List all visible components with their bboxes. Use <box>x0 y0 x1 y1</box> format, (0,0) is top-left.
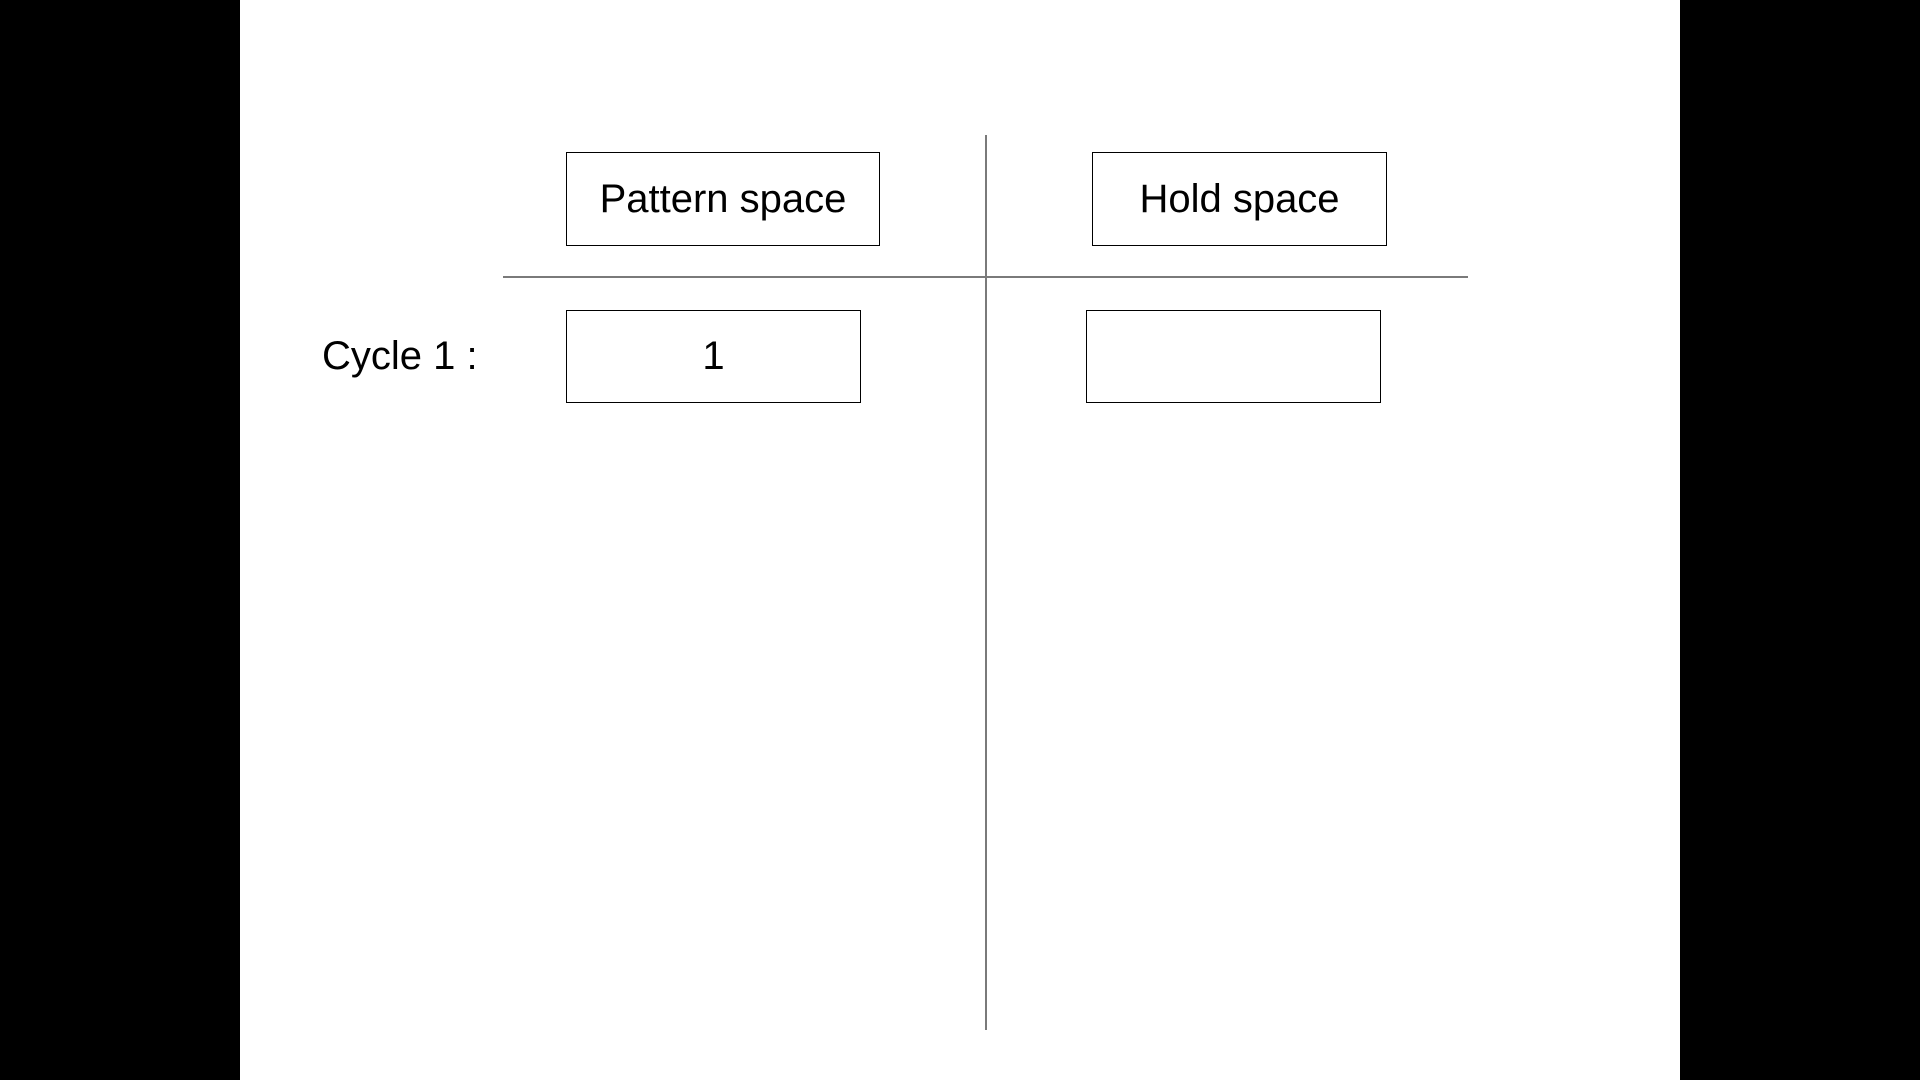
pattern-space-header: Pattern space <box>566 152 880 246</box>
horizontal-divider <box>503 276 1468 278</box>
hold-space-header-label: Hold space <box>1139 176 1340 221</box>
slide: Pattern space Hold space Cycle 1 : 1 <box>240 0 1680 1080</box>
pattern-space-header-label: Pattern space <box>599 176 847 221</box>
hold-space-cell <box>1086 310 1381 403</box>
hold-space-header: Hold space <box>1092 152 1387 246</box>
pattern-space-value: 1 <box>702 334 725 378</box>
cycle-label: Cycle 1 : <box>322 334 478 378</box>
pattern-space-cell: 1 <box>566 310 861 403</box>
vertical-divider <box>985 135 987 1030</box>
